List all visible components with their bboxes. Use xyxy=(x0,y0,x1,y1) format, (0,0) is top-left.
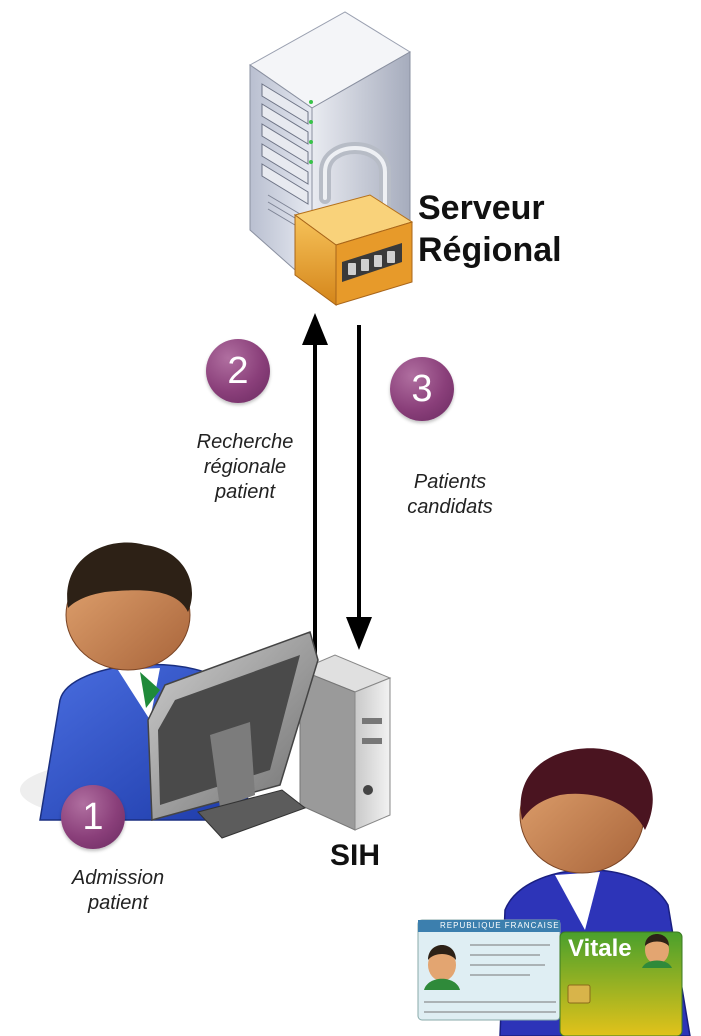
step-1-badge: 1 xyxy=(61,785,125,849)
id-card-header: REPUBLIQUE FRANCAISE xyxy=(440,921,560,930)
vitale-card xyxy=(559,931,683,1036)
step-2-label-line: régionale xyxy=(203,456,287,478)
step-3-label-line: Patients xyxy=(413,471,487,493)
workstation-label: SIH xyxy=(330,839,381,872)
monitor xyxy=(147,631,319,839)
step-3-label: Patients candidats xyxy=(380,470,520,520)
step-3-label-line: candidats xyxy=(407,496,493,518)
padlock-icon xyxy=(293,142,414,306)
step-3-badge: 3 xyxy=(390,357,454,421)
step-2-label: Recherche régionale patient xyxy=(170,430,320,505)
arrow-up-request xyxy=(302,313,328,662)
step-2-label-line: patient xyxy=(214,481,276,503)
server-title-line1: Serveur xyxy=(418,189,545,227)
vitale-card-label: Vitale xyxy=(568,935,632,962)
step-1-label-line: Admission xyxy=(71,867,165,889)
computer-tower xyxy=(298,654,392,831)
arrow-down-response xyxy=(346,325,372,650)
step-1-label-line: patient xyxy=(87,892,149,914)
step-2-badge: 2 xyxy=(206,339,270,403)
server-title-line2: Régional xyxy=(418,231,562,269)
step-1-label: Admission patient xyxy=(48,866,188,916)
step-2-label-line: Recherche xyxy=(196,431,294,453)
id-card xyxy=(417,919,561,1021)
